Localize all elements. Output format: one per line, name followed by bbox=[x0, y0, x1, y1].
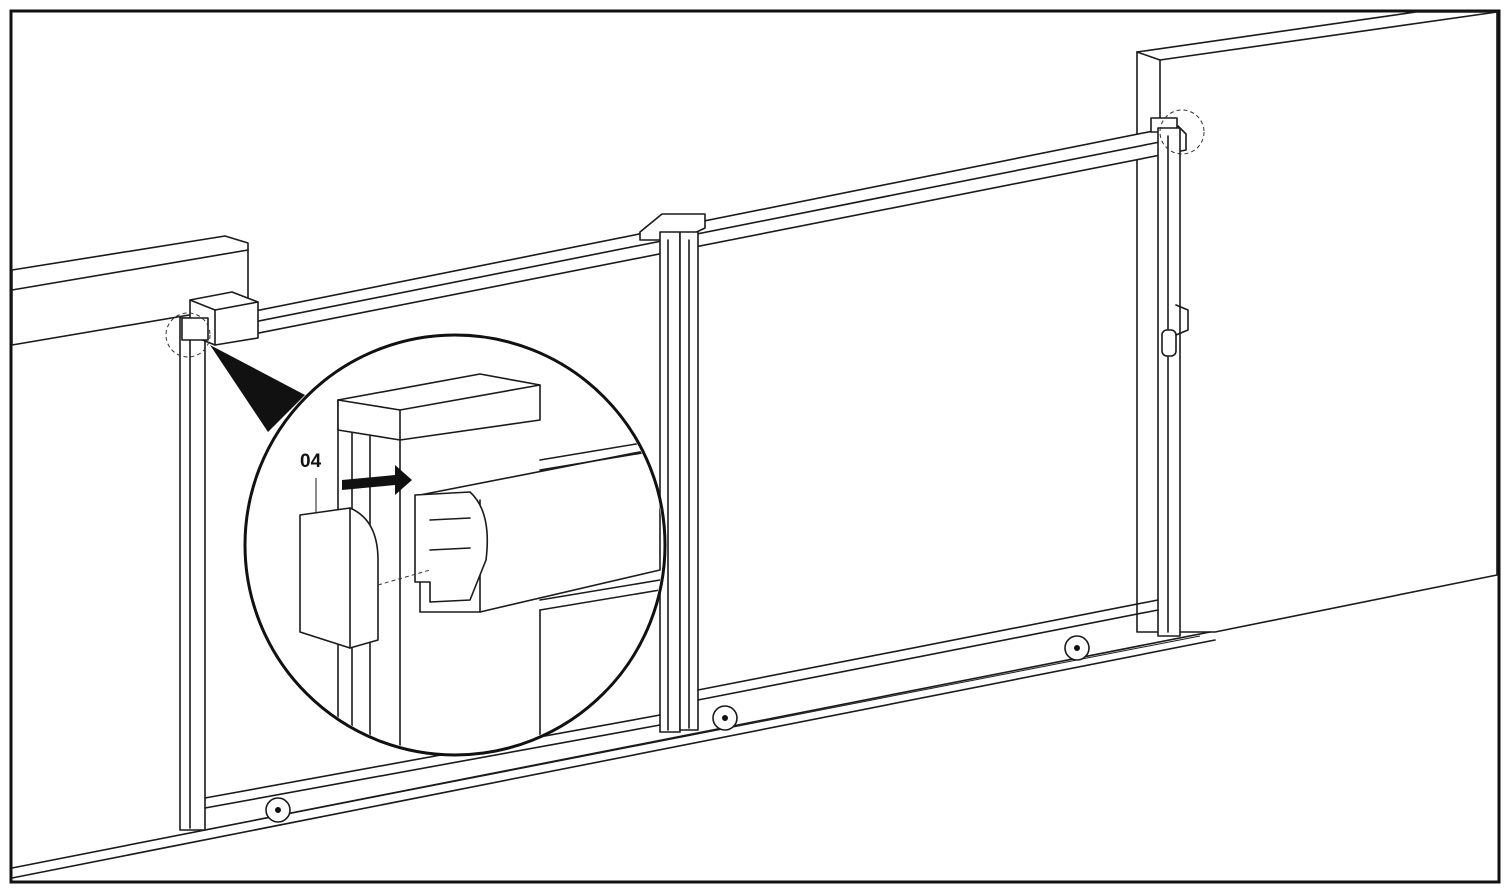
right-gate-leaf bbox=[679, 127, 1189, 731]
top-guide-beam bbox=[249, 117, 1187, 335]
detail-highlight-right bbox=[1159, 109, 1205, 155]
detail-pointer bbox=[210, 345, 305, 432]
motor-head bbox=[181, 291, 259, 346]
gate-wheels bbox=[265, 635, 1090, 823]
detail-magnifier bbox=[243, 333, 667, 757]
ground-rail bbox=[11, 631, 1216, 879]
detail-highlight-left bbox=[165, 312, 211, 358]
part-number-label: 04 bbox=[300, 451, 322, 472]
left-wall bbox=[11, 235, 249, 346]
figure-frame bbox=[9, 9, 1501, 884]
right-wall bbox=[1136, 11, 1498, 633]
